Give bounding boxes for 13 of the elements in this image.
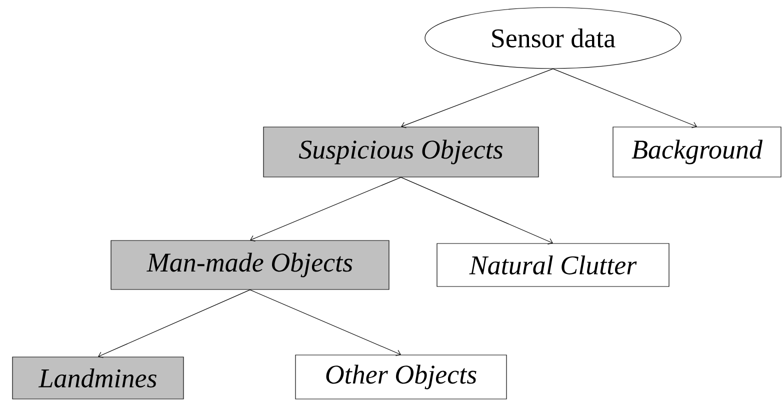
category-box: Background [612,126,782,178]
arrow [250,177,402,242]
category-box: Man-made Objects [110,240,390,290]
category-box: Suspicious Objects [263,126,539,178]
category-box: Natural Clutter [436,243,670,287]
ellipse-node: Sensor data [424,7,682,69]
arrow [552,68,697,128]
arrow [98,290,250,358]
category-box: Landmines [12,356,184,400]
arrow [250,290,401,356]
category-box: Other Objects [295,354,507,400]
arrow [400,177,553,244]
arrow [401,68,554,128]
